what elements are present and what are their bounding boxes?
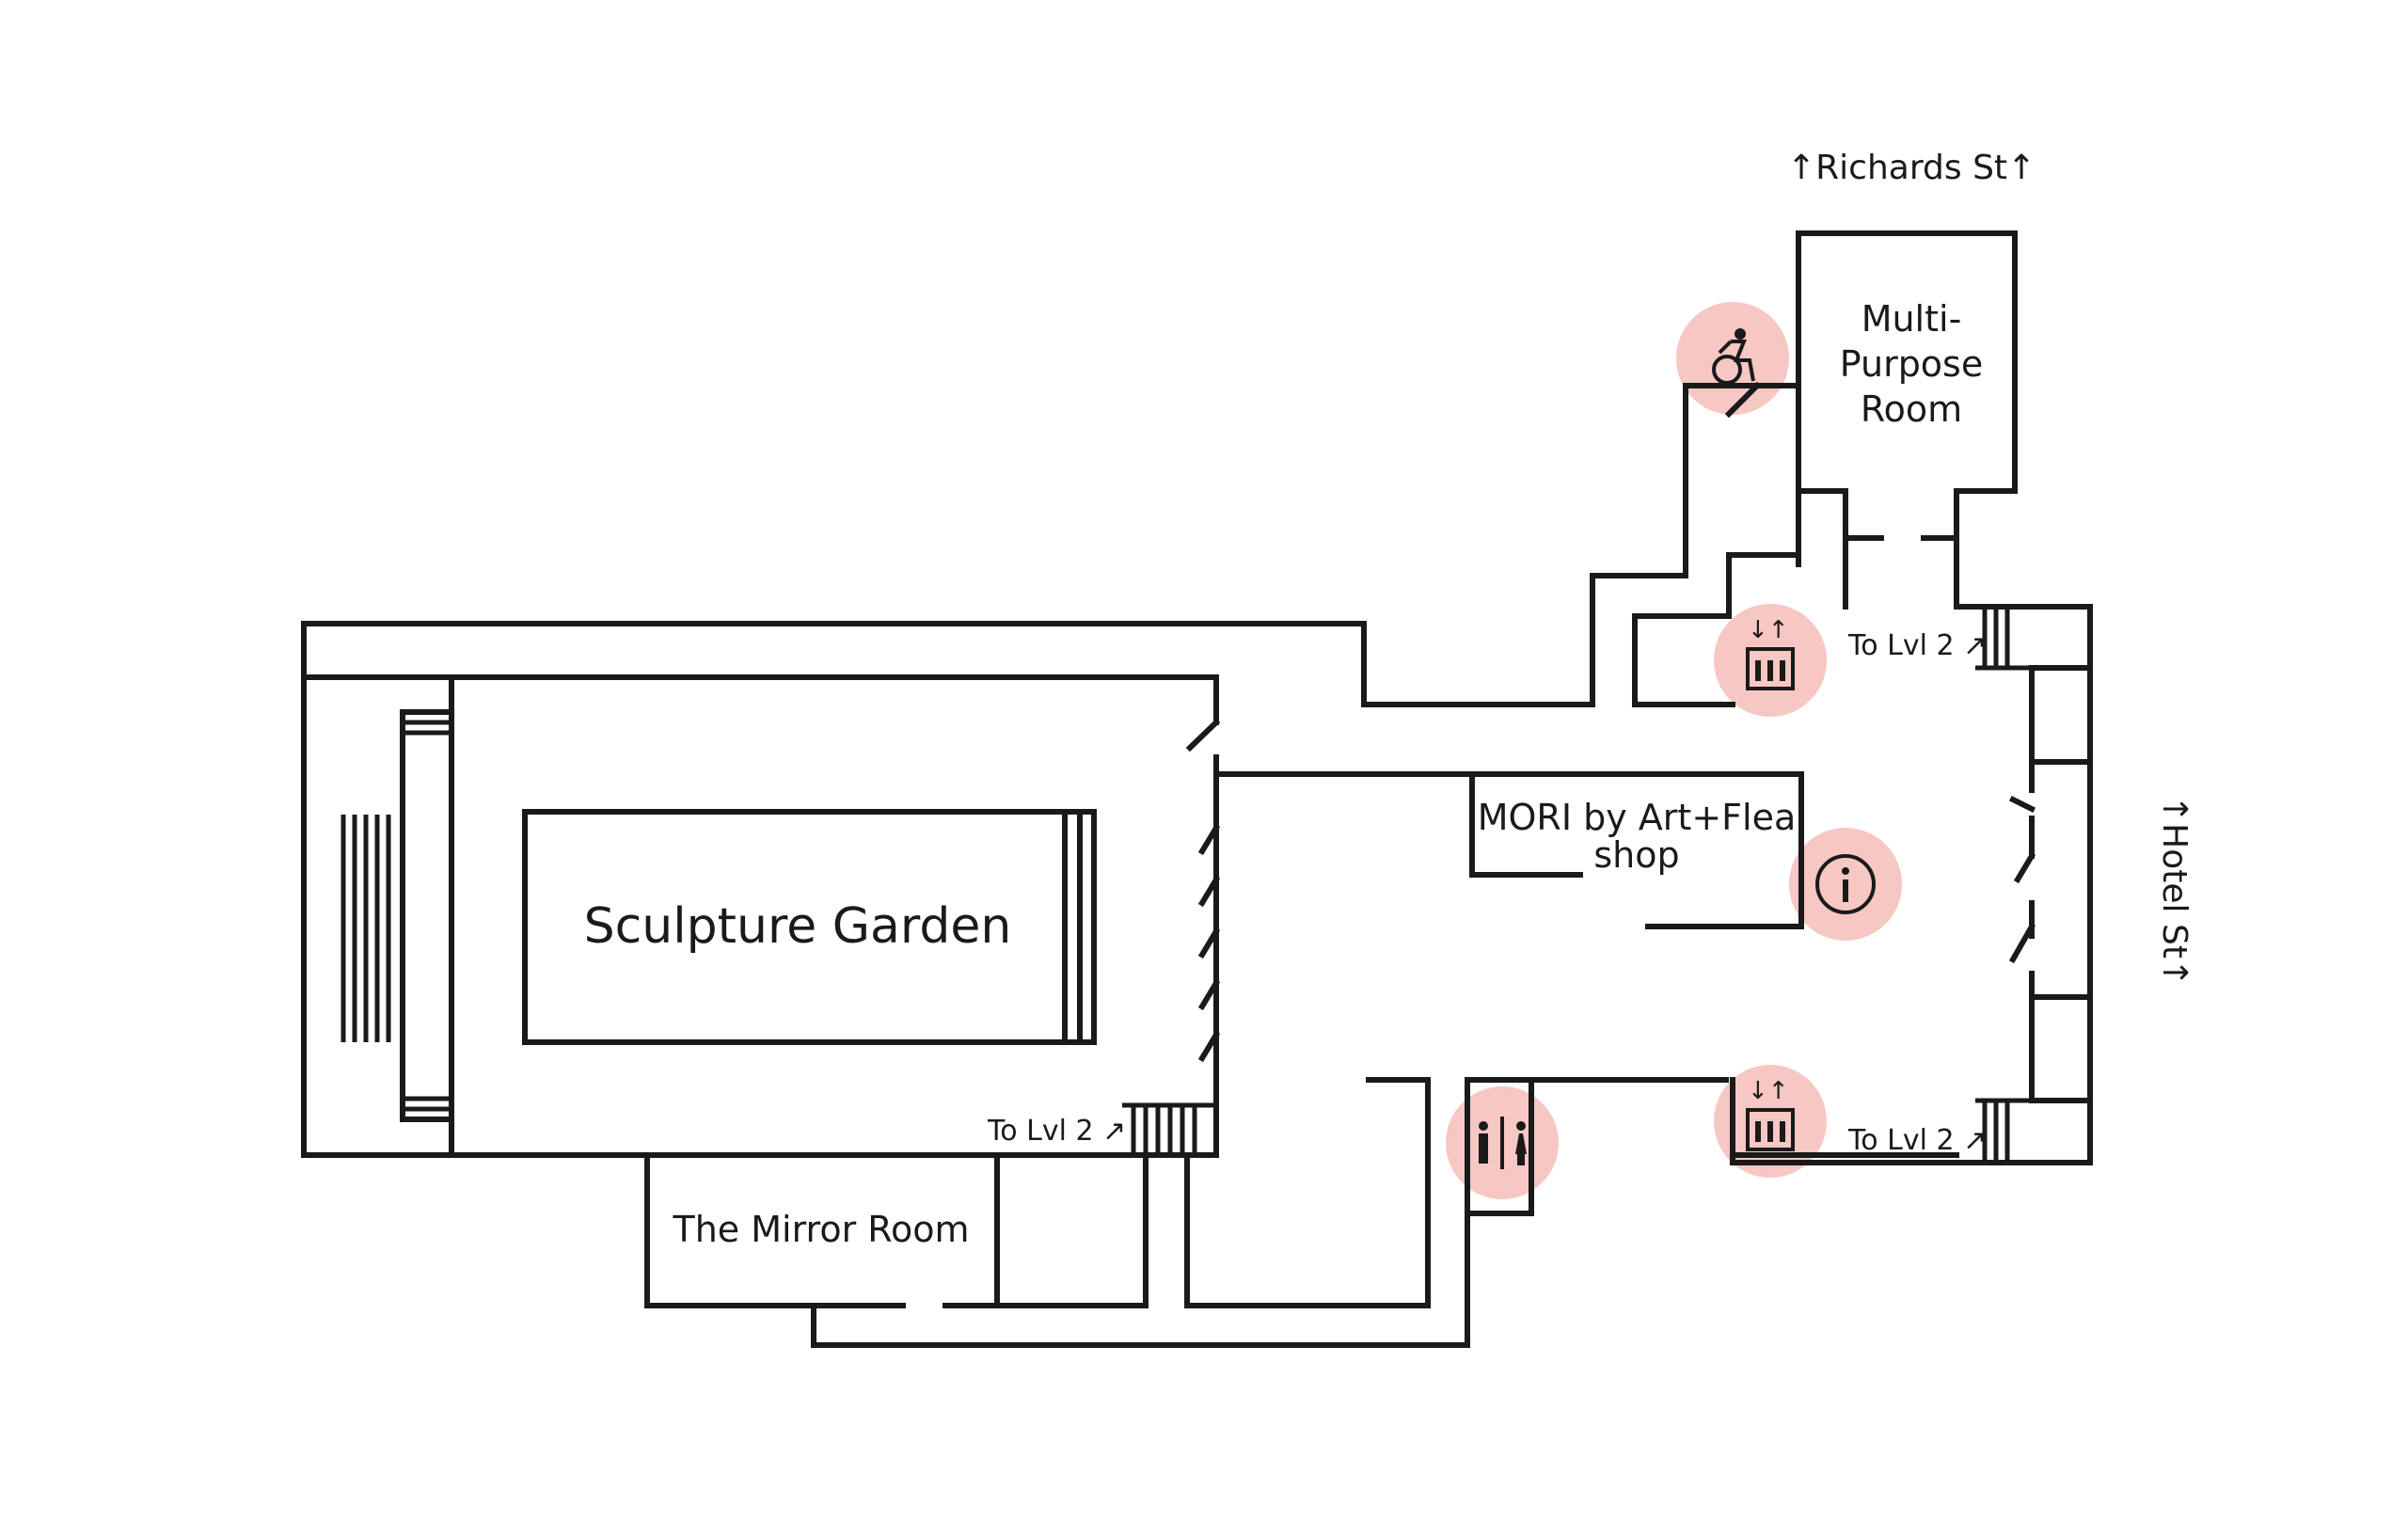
information-icon xyxy=(1815,854,1876,914)
room-label-shop-line1: MORI by Art+Flea xyxy=(1478,797,1797,838)
room-label-shop-line2: shop xyxy=(1593,834,1679,876)
street-label-hotel: ↑Hotel St↑ xyxy=(2155,795,2194,987)
room-label-multi-purpose-line1: Multi- xyxy=(1861,298,1962,340)
elevator-icon: ↓↑ xyxy=(1746,1077,1795,1151)
room-label-sculpture-garden: Sculpture Garden xyxy=(584,898,1012,955)
stair-label-bottom-right: To Lvl 2 ↗ xyxy=(1847,1124,1987,1157)
street-label-richards: ↑Richards St↑ xyxy=(1787,149,2036,187)
accessible-entrance-icon xyxy=(1712,328,1755,385)
svg-text:↓↑: ↓↑ xyxy=(1748,616,1789,644)
walls xyxy=(301,230,2093,1348)
labels: ↑Richards St↑ ↑Hotel St↑ Sculpture Garde… xyxy=(584,149,2194,1250)
stair-label-top-right: To Lvl 2 ↗ xyxy=(1847,629,1987,662)
room-label-mirror-room: The Mirror Room xyxy=(672,1209,969,1250)
svg-text:↓↑: ↓↑ xyxy=(1748,1077,1789,1105)
room-label-multi-purpose-line3: Room xyxy=(1861,388,1962,430)
restroom-icon xyxy=(1479,1117,1527,1169)
elevator-icon: ↓↑ xyxy=(1746,616,1795,690)
room-label-multi-purpose-line2: Purpose xyxy=(1840,343,1984,385)
icon-highlights xyxy=(1446,302,1902,1199)
stair-label-bottom-left: To Lvl 2 ↗ xyxy=(987,1115,1126,1148)
